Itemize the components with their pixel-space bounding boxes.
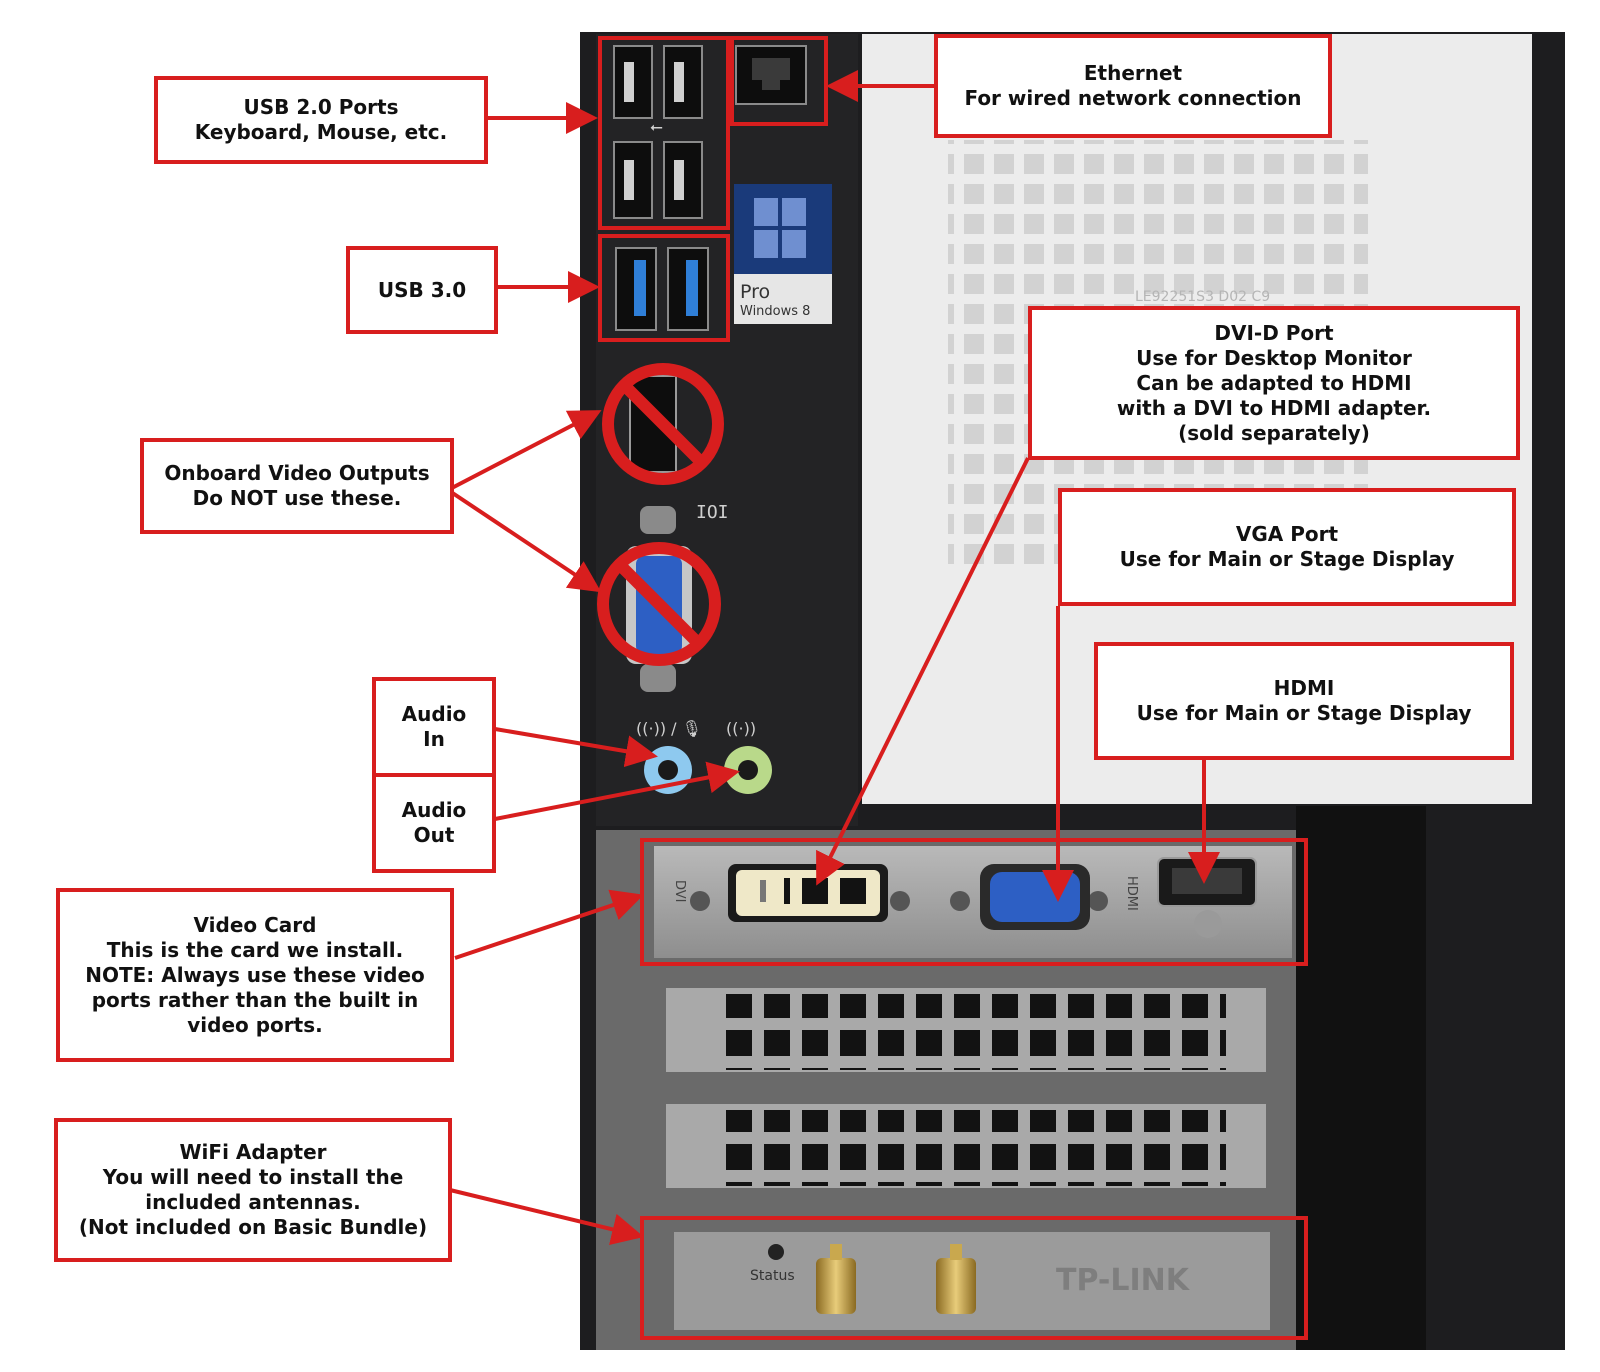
audio-out-jack xyxy=(724,746,772,794)
callout-audio-out-line: Out xyxy=(413,823,455,847)
callout-hdmi-line: Use for Main or Stage Display xyxy=(1136,701,1472,725)
microphone-icon: ((·)) / 🎙 xyxy=(636,719,702,738)
callout-vga-line: VGA Port xyxy=(1235,522,1339,546)
vga-port xyxy=(980,864,1090,930)
wifi-highlight xyxy=(640,1216,1308,1340)
audio-in-jack xyxy=(644,746,692,794)
callout-usb2-line: Keyboard, Mouse, etc. xyxy=(194,120,448,144)
callout-onboard-video-line: Do NOT use these. xyxy=(192,486,402,510)
callout-audio-out-line: Audio xyxy=(401,798,467,822)
antenna-connector-icon xyxy=(816,1244,856,1314)
callout-wifi-line: WiFi Adapter xyxy=(179,1140,327,1164)
dvi-bracket-label: DVI xyxy=(672,880,687,903)
callout-usb2: USB 2.0 Ports Keyboard, Mouse, etc. xyxy=(154,76,488,164)
callout-wifi-line: included antennas. xyxy=(145,1190,361,1214)
callout-wifi-line: You will need to install the xyxy=(102,1165,404,1189)
wifi-status-label: Status xyxy=(750,1268,795,1284)
callout-video-card-line: This is the card we install. xyxy=(106,937,404,962)
callout-dvi-line: Use for Desktop Monitor xyxy=(1136,345,1412,370)
callout-vga: VGA Port Use for Main or Stage Display xyxy=(1058,488,1516,606)
side-panel-code: LE92251S3 D02 C9 xyxy=(1135,289,1270,305)
slot-cover-vents xyxy=(716,994,1226,1070)
callout-dvi-line: Can be adapted to HDMI xyxy=(1136,370,1412,395)
callout-audio-in-line: In xyxy=(423,727,445,751)
windows-badge: Pro Windows 8 xyxy=(734,184,832,324)
callout-video-card-line: video ports. xyxy=(187,1012,323,1037)
line-out-icon: ((·)) xyxy=(726,719,756,738)
no-symbol-icon xyxy=(597,542,721,666)
callout-usb3: USB 3.0 xyxy=(346,246,498,334)
callout-dvi: DVI-D Port Use for Desktop Monitor Can b… xyxy=(1028,306,1520,460)
onboard-vga-port xyxy=(626,506,692,692)
monitor-symbol-icon: IOI xyxy=(696,502,729,523)
callout-wifi-line: (Not included on Basic Bundle) xyxy=(78,1215,428,1239)
wifi-brand-label: TP-LINK xyxy=(1056,1263,1191,1298)
callout-dvi-line: with a DVI to HDMI adapter. xyxy=(1116,395,1432,420)
callout-video-card: Video Card This is the card we install. … xyxy=(56,888,454,1062)
slot-cover-vents xyxy=(716,1110,1226,1186)
callout-dvi-line: DVI-D Port xyxy=(1214,320,1334,345)
dvi-port xyxy=(728,864,888,922)
callout-wifi: WiFi Adapter You will need to install th… xyxy=(54,1118,452,1262)
ethernet-port xyxy=(735,45,807,105)
usb-symbol-icon: ⭠ xyxy=(650,117,663,136)
wifi-card-bracket: Status TP-LINK xyxy=(674,1232,1270,1330)
callout-onboard-video: Onboard Video Outputs Do NOT use these. xyxy=(140,438,454,534)
callout-usb3-line: USB 3.0 xyxy=(377,277,467,302)
hdmi-bracket-label: HDMI xyxy=(1124,876,1139,911)
windows-badge-line1: Pro xyxy=(740,281,770,303)
callout-ethernet-line: Ethernet xyxy=(1083,61,1183,85)
callout-onboard-video-line: Onboard Video Outputs xyxy=(164,461,430,485)
psu-area xyxy=(1296,806,1426,1350)
usb3-highlight xyxy=(598,234,730,342)
usb2-ports xyxy=(613,45,703,219)
callout-audio-in: Audio In xyxy=(372,677,496,777)
callout-audio-out: Audio Out xyxy=(372,773,496,873)
antenna-connector-icon xyxy=(936,1244,976,1314)
no-symbol-icon xyxy=(602,363,724,485)
callout-video-card-line: Video Card xyxy=(193,912,317,937)
callout-hdmi: HDMI Use for Main or Stage Display xyxy=(1094,642,1514,760)
callout-video-card-line: ports rather than the built in xyxy=(91,987,419,1012)
callout-hdmi-line: HDMI xyxy=(1273,676,1335,700)
callout-vga-line: Use for Main or Stage Display xyxy=(1119,547,1455,571)
callout-dvi-line: (sold separately) xyxy=(1178,420,1370,445)
windows-badge-line2: Windows 8 xyxy=(740,304,810,319)
usb3-ports xyxy=(615,247,709,331)
callout-audio-in-line: Audio xyxy=(401,702,467,726)
callout-ethernet-line: For wired network connection xyxy=(964,86,1302,110)
callout-video-card-line: NOTE: Always use these video xyxy=(85,962,425,987)
usb2-highlight xyxy=(598,36,730,230)
callout-usb2-line: USB 2.0 Ports xyxy=(243,95,399,119)
callout-ethernet: Ethernet For wired network connection xyxy=(934,34,1332,138)
